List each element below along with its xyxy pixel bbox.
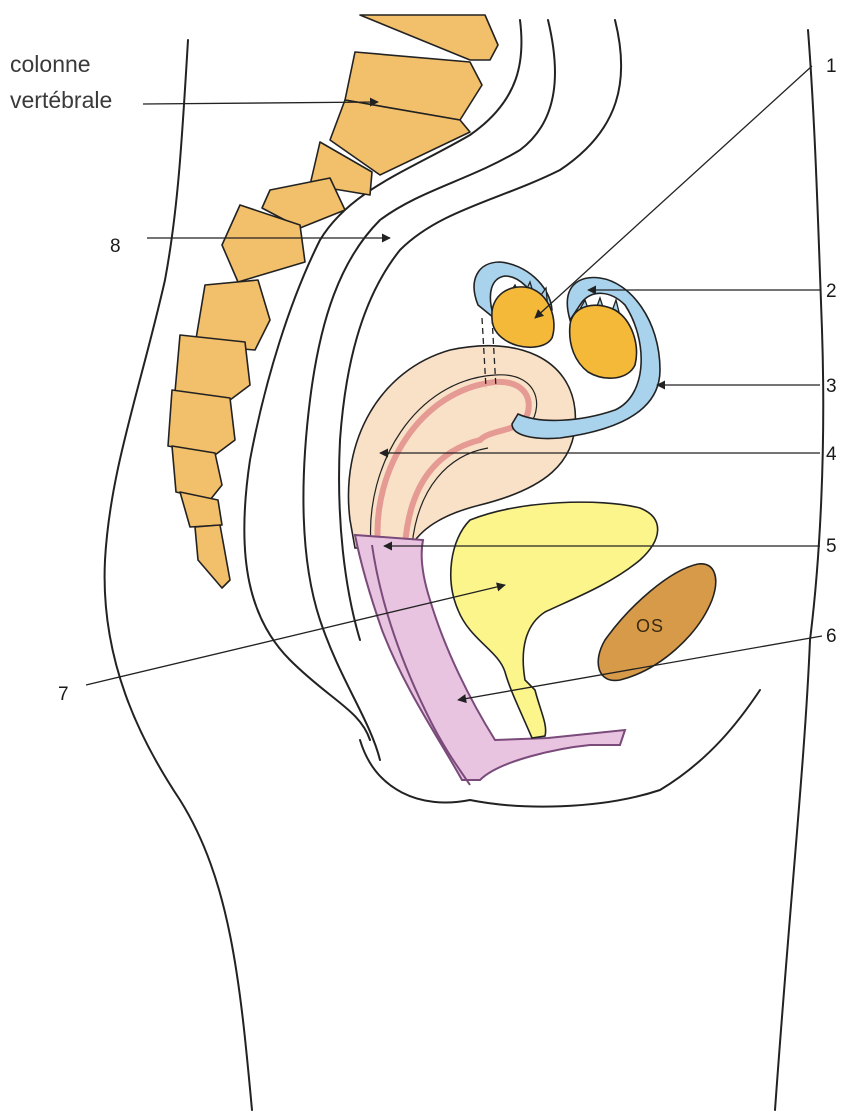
label-5: 5 — [826, 536, 837, 557]
leader-spine — [143, 102, 378, 104]
label-8: 8 — [110, 236, 121, 257]
label-4: 4 — [826, 444, 837, 465]
ovary-right — [570, 305, 637, 378]
bone-label: OS — [636, 616, 664, 636]
vertebra — [168, 390, 235, 455]
leader-1 — [535, 66, 812, 318]
spine-label-line2: vertébrale — [10, 87, 112, 113]
label-2: 2 — [826, 281, 837, 302]
label-7: 7 — [58, 684, 69, 705]
body-outline-front — [775, 30, 823, 1110]
vertebra — [195, 525, 230, 588]
label-3: 3 — [826, 376, 837, 397]
label-6: 6 — [826, 626, 837, 647]
vertebra — [360, 15, 498, 60]
label-1: 1 — [826, 56, 837, 77]
vertebra — [180, 492, 222, 527]
vertebra — [175, 335, 250, 400]
spine-label-line1: colonne — [10, 51, 91, 77]
